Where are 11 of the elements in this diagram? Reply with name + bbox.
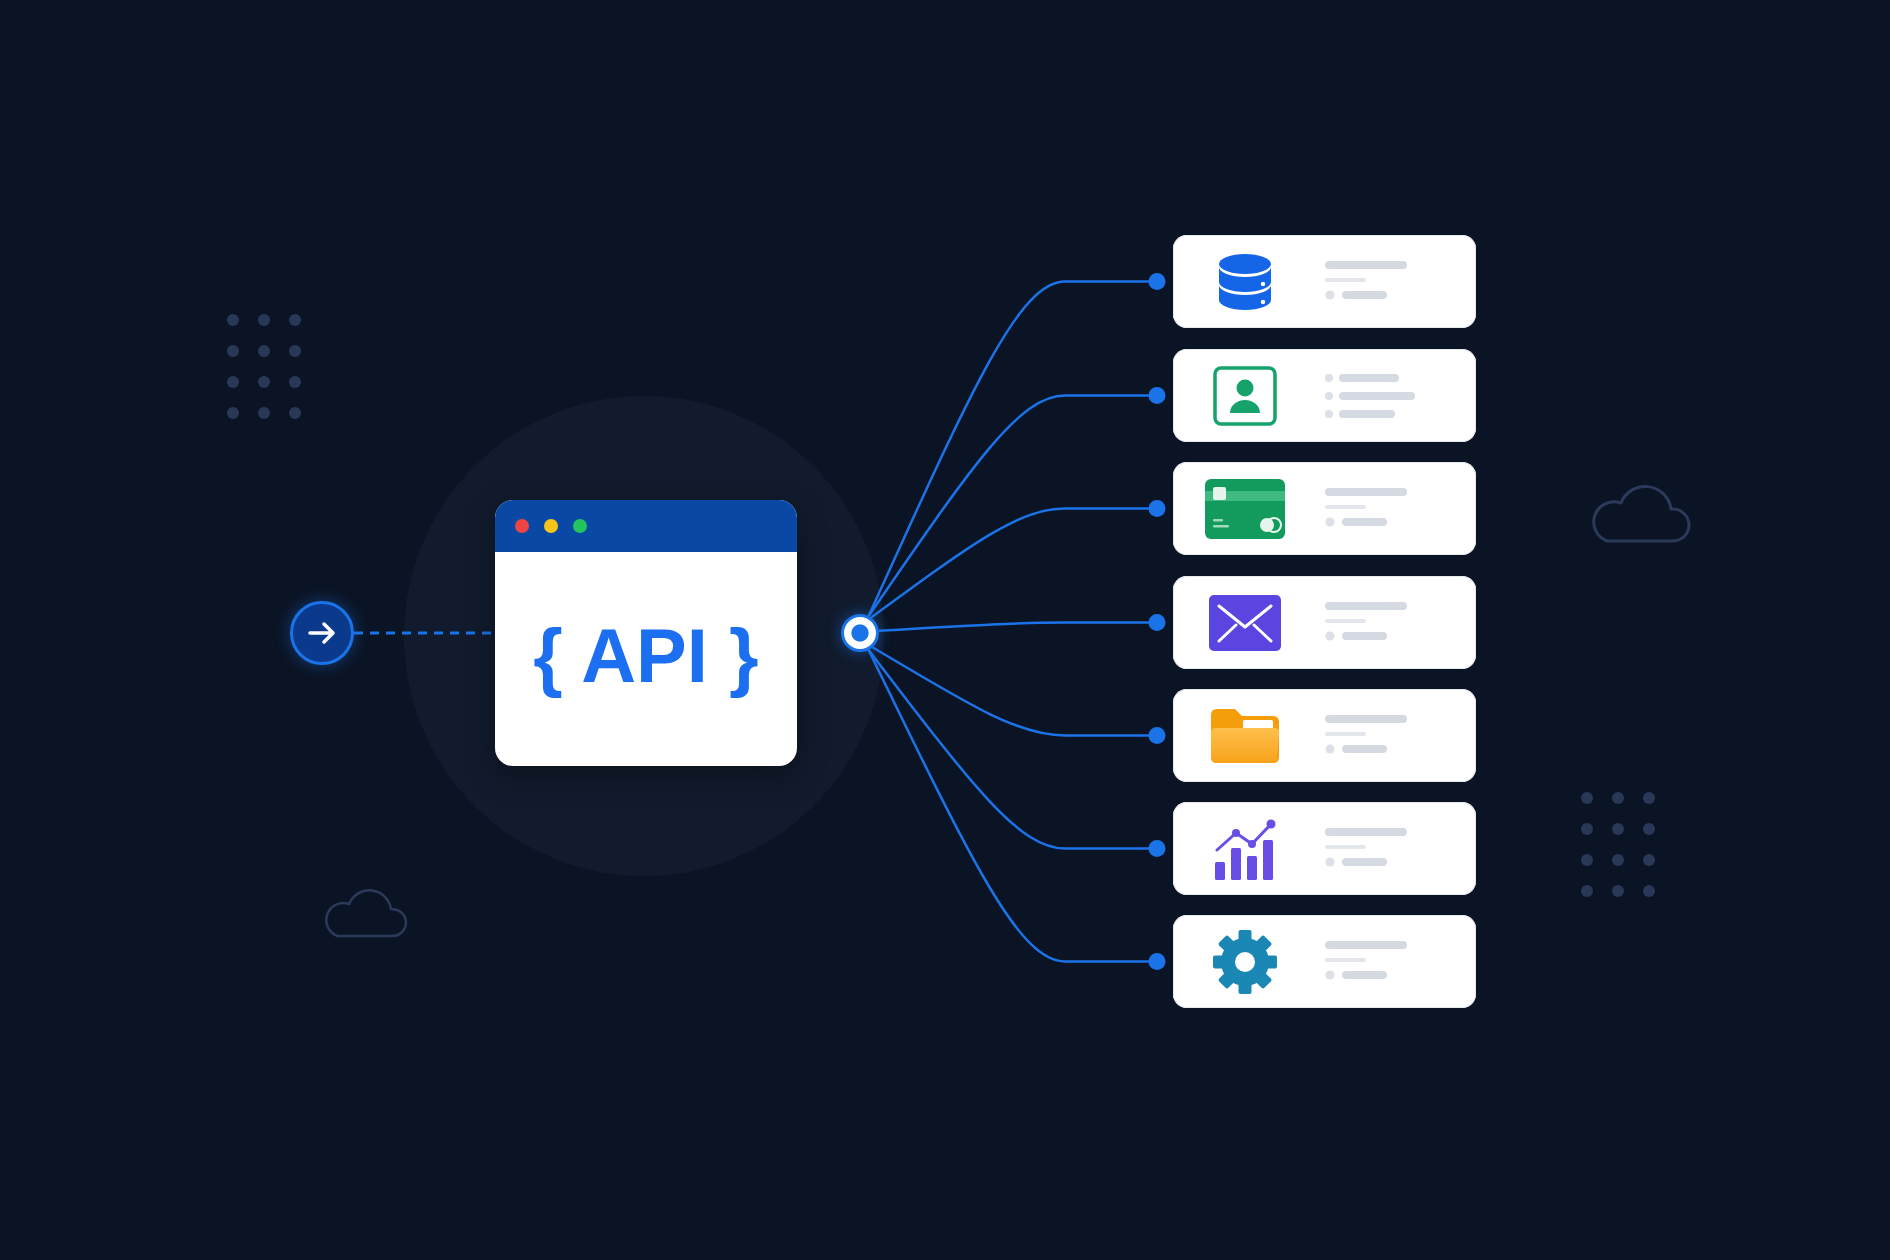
service-card	[1173, 689, 1476, 782]
connector-line	[870, 500, 1166, 619]
connector-line	[871, 646, 1166, 744]
service-card	[1173, 462, 1476, 555]
service-card	[1173, 349, 1476, 442]
connector-line	[878, 614, 1166, 633]
service-card	[1173, 802, 1476, 895]
service-card	[1173, 576, 1476, 669]
api-window	[495, 500, 797, 766]
service-card	[1173, 235, 1476, 328]
service-card	[1173, 915, 1476, 1008]
